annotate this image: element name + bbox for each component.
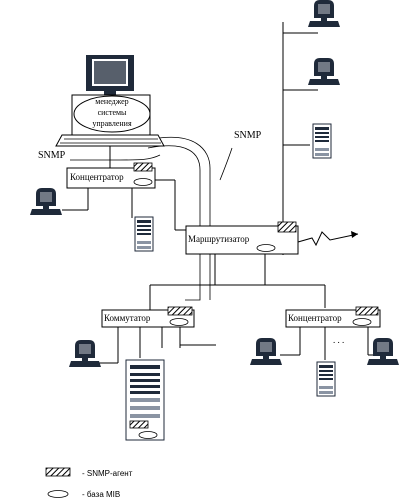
manager-label-line2: системы xyxy=(98,108,127,117)
workstation-icon xyxy=(367,338,399,365)
server-icon xyxy=(316,361,336,397)
server-icon xyxy=(134,216,154,252)
hub-top-label: Концентратор xyxy=(70,172,124,182)
snmp-agent-marker xyxy=(277,221,297,233)
mib-marker xyxy=(138,431,158,439)
router: Маршрутизатор xyxy=(185,221,299,255)
hub-right: Концентратор xyxy=(285,306,381,328)
mib-marker xyxy=(256,244,276,252)
connection-lines xyxy=(62,22,378,364)
workstation-icon xyxy=(250,338,282,365)
legend-agent-label: - SNMP-агент xyxy=(82,469,133,478)
workstation-icon xyxy=(69,340,101,367)
switch: Коммутатор xyxy=(101,306,195,328)
server-icon xyxy=(312,123,332,159)
servers xyxy=(134,123,336,397)
mib-marker xyxy=(169,318,189,326)
legend-mib-swatch xyxy=(47,490,69,498)
mib-marker xyxy=(133,178,153,186)
manager-label-line1: менеджер xyxy=(95,97,128,106)
manager-label-line3: управления xyxy=(92,119,132,128)
legend-mib-label: - база MIB xyxy=(82,490,120,499)
switch-label: Коммутатор xyxy=(104,313,151,323)
snmp-label-left: SNMP xyxy=(38,150,66,161)
legend-agent-swatch xyxy=(45,467,71,477)
router-label: Маршрутизатор xyxy=(188,234,250,244)
workstation-icon xyxy=(308,58,340,85)
more-devices-dots: . . . xyxy=(333,335,344,345)
workstation-icon xyxy=(30,188,62,215)
mib-marker xyxy=(352,318,372,326)
snmp-agent-marker xyxy=(133,162,153,172)
workstation-icon xyxy=(308,0,340,27)
snmp-label-top: SNMP xyxy=(234,130,262,141)
hub-top: Концентратор xyxy=(66,162,156,189)
snmp-agent-marker xyxy=(167,306,193,316)
snmp-agent-marker xyxy=(355,306,379,316)
snmp-agent-marker xyxy=(129,420,149,429)
hub-right-label: Концентратор xyxy=(288,313,342,323)
large-server xyxy=(125,359,165,441)
legend: - SNMP-агент - база MIB xyxy=(45,467,133,499)
manager-workstation: менеджер системы управления xyxy=(55,55,165,147)
